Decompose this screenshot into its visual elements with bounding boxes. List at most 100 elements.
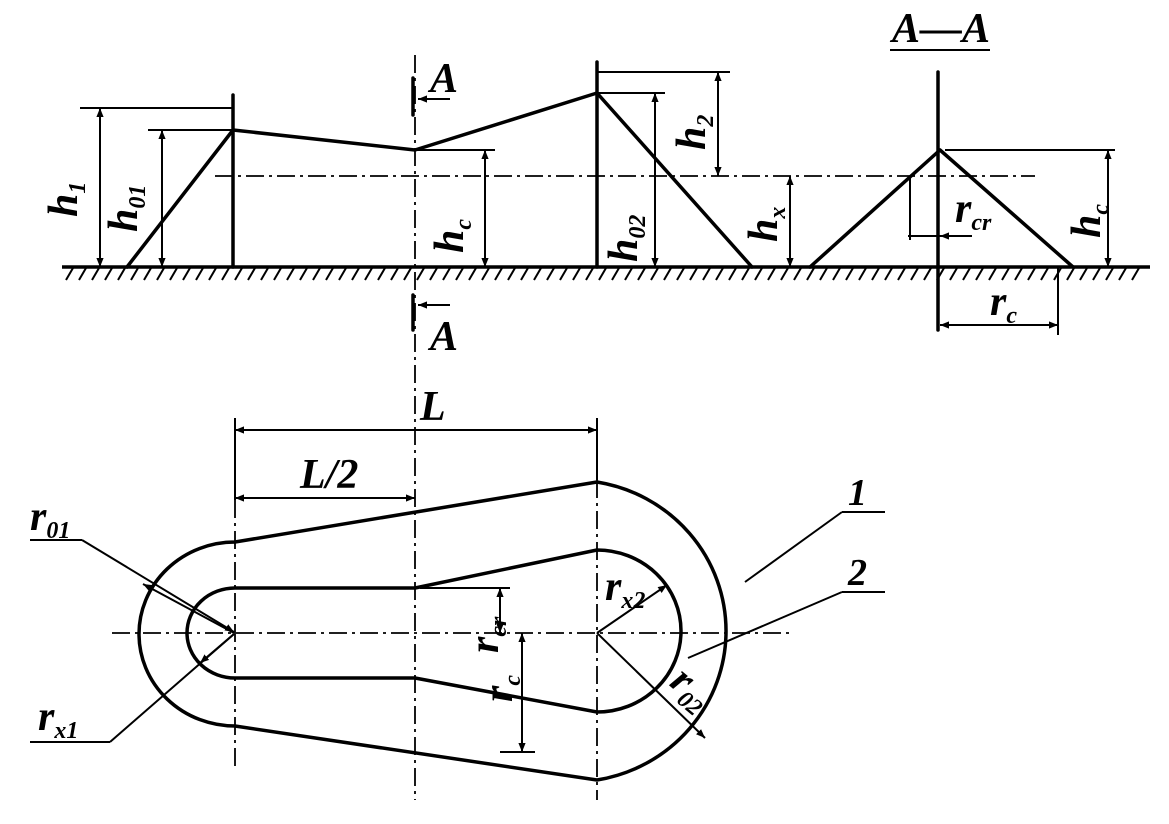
hatch-mark [832, 267, 841, 281]
hatch-mark [286, 267, 295, 281]
hatch-mark [195, 267, 204, 281]
label-contour-2: 2 [847, 552, 867, 594]
label-h02: h02 [601, 215, 651, 262]
hatch-mark [806, 267, 815, 281]
contour-2-leader [687, 591, 843, 659]
hatch-mark [273, 267, 282, 281]
hatch-mark [351, 267, 360, 281]
hatch-mark [117, 267, 126, 281]
hatch-mark [923, 267, 932, 281]
label-contour-1: 1 [848, 472, 867, 514]
hatch-mark [520, 267, 529, 281]
r01-leader [81, 539, 235, 633]
hatch-mark [78, 267, 87, 281]
hatch-mark [845, 267, 854, 281]
hatch-mark [988, 267, 997, 281]
hatch-mark [403, 267, 412, 281]
hatch-mark [1092, 267, 1101, 281]
hatch-mark [364, 267, 373, 281]
hatch-mark [221, 267, 230, 281]
hatch-mark [585, 267, 594, 281]
hatch-mark [702, 267, 711, 281]
hatch-mark [143, 267, 152, 281]
hatch-mark [949, 267, 958, 281]
hatch-mark [624, 267, 633, 281]
hatch-mark [1079, 267, 1088, 281]
hatch-mark [481, 267, 490, 281]
hatch-mark [169, 267, 178, 281]
label-rx2: rx2 [605, 564, 645, 614]
r02-arrow [596, 632, 706, 739]
hatch-mark [819, 267, 828, 281]
section-title: A—A [889, 6, 990, 52]
hatch-mark [598, 267, 607, 281]
label-hx: hx [741, 207, 791, 242]
hatch-mark [910, 267, 919, 281]
hatch-mark [1118, 267, 1127, 281]
hatch-mark [182, 267, 191, 281]
hatch-mark [1040, 267, 1049, 281]
hatch-mark [429, 267, 438, 281]
hatch-mark [104, 267, 113, 281]
hatch-mark [559, 267, 568, 281]
hatch-mark [312, 267, 321, 281]
hatch-mark [325, 267, 334, 281]
label-rc-plan: rc [476, 675, 526, 702]
hatch-mark [897, 267, 906, 281]
hatch-mark [611, 267, 620, 281]
outer-contour [137, 480, 728, 782]
hatch-mark [377, 267, 386, 281]
hatch-mark [728, 267, 737, 281]
label-L-half: L/2 [299, 452, 358, 498]
label-hc-right: hc [1064, 204, 1114, 238]
plan-view: L L/2 r01 rx1 [30, 384, 885, 800]
hatch-mark [1027, 267, 1036, 281]
hatch-mark [156, 267, 165, 281]
hatch-mark [780, 267, 789, 281]
hatch-mark [1131, 267, 1140, 281]
hatch-mark [260, 267, 269, 281]
hatch-mark [884, 267, 893, 281]
label-L: L [419, 384, 446, 430]
hatch-mark [858, 267, 867, 281]
hatch-mark [676, 267, 685, 281]
contour-1-leader [744, 511, 843, 583]
label-rcr-section: rcr [955, 186, 992, 236]
hatch-mark [650, 267, 659, 281]
hatch-mark [533, 267, 542, 281]
inner-contour [185, 548, 683, 714]
hatch-mark [416, 267, 425, 281]
r01-arrow [142, 583, 235, 634]
label-hc-left: hc [427, 219, 477, 253]
hatch-mark [65, 267, 74, 281]
hatch-mark [962, 267, 971, 281]
cut-label-bottom: A [427, 314, 458, 360]
hatch-mark [1001, 267, 1010, 281]
label-r01: r01 [30, 494, 70, 544]
label-rx1: rx1 [38, 694, 78, 744]
hatch-mark [468, 267, 477, 281]
hatch-mark [767, 267, 776, 281]
hatch-mark [871, 267, 880, 281]
hatch-mark [975, 267, 984, 281]
hatch-mark [130, 267, 139, 281]
hatch-mark [546, 267, 555, 281]
hatch-mark [234, 267, 243, 281]
hatch-mark [247, 267, 256, 281]
hatch-mark [1105, 267, 1114, 281]
hatch-mark [442, 267, 451, 281]
label-h1: h1 [41, 182, 91, 217]
label-h01: h01 [101, 185, 151, 232]
hatch-mark [741, 267, 750, 281]
hatch-mark [1066, 267, 1075, 281]
label-h2: h2 [669, 115, 719, 150]
hatch-mark [91, 267, 100, 281]
hatch-mark [1014, 267, 1023, 281]
hatch-mark [715, 267, 724, 281]
hatch-mark [390, 267, 399, 281]
ground-hatching [65, 267, 1140, 281]
hatch-mark [299, 267, 308, 281]
rx1-arrow [199, 633, 235, 664]
hatch-mark [208, 267, 217, 281]
